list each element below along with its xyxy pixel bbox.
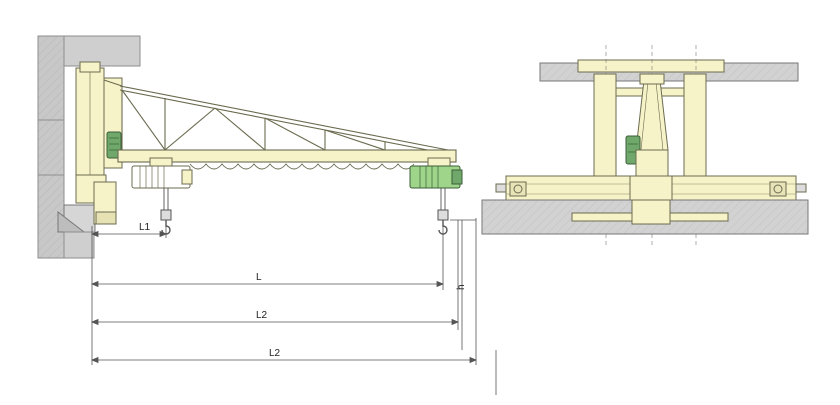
wall [37,35,141,259]
front-view [481,45,809,245]
dim-label-L1: L1 [139,222,151,233]
electric-hoist-icon [131,157,193,212]
electric-hoist-icon-end [409,157,463,212]
jib-truss [103,79,457,163]
column [75,61,123,225]
dim-label-L: L [256,272,262,283]
dim-label-L2-upper: L2 [256,310,268,321]
dim-label-L2-lower: L2 [269,348,281,359]
dim-label-h: h [456,284,467,290]
side-view: L1 L L2 L2 h [37,35,497,395]
festoon-cable [189,163,415,170]
dimension-lines [90,218,497,395]
hook-icon-end [437,209,449,235]
hook-icon [160,209,172,235]
